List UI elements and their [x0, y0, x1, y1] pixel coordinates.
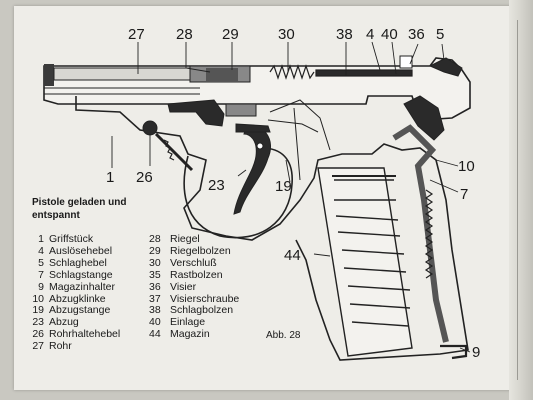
callout-4: 4: [366, 26, 374, 43]
legend-number: 23: [32, 316, 44, 329]
legend-text: Visierschraube: [170, 292, 240, 305]
legend-number: 19: [32, 304, 44, 317]
legend-text: Rohrhaltehebel: [49, 328, 121, 341]
legend-text: Einlage: [170, 316, 206, 329]
legend-row: 29 Riegelbolzen: [149, 244, 239, 258]
callout-5: 5: [436, 26, 444, 43]
callout-23: 23: [208, 177, 225, 194]
striker-rod: [392, 124, 449, 343]
firing-pin-spring: [269, 64, 413, 80]
legend-number: 35: [149, 268, 161, 281]
legend-number: 26: [32, 328, 44, 341]
legend-number: 4: [38, 244, 44, 257]
figure-caption: Pistole geladen und entspannt: [32, 196, 172, 222]
figure-number-label: Abb. 28: [266, 330, 301, 341]
legend-row: 23 Abzug: [18, 316, 120, 329]
legend-row: 9 Magazinhalter: [18, 280, 120, 294]
legend-text: Magazinhalter: [49, 280, 115, 293]
callout-leaders: [111, 41, 471, 353]
legend-row: 26 Rohrhaltehebel: [18, 328, 121, 341]
legend-number: 28: [149, 233, 161, 245]
callout-28: 28: [176, 26, 193, 43]
legend-row: 40 Einlage: [149, 316, 239, 329]
legend-row: 4 Auslösehebel: [18, 244, 120, 258]
callout-10: 10: [458, 158, 475, 175]
legend-text: Rastbolzen: [170, 268, 223, 281]
barrel: [44, 64, 251, 86]
legend-row: 37 Visierschraube: [149, 292, 240, 306]
callout-29: 29: [222, 26, 239, 43]
callout-7: 7: [460, 186, 468, 203]
legend-row: 10 Abzugklinke: [18, 292, 120, 306]
legend-text: Abzugklinke: [49, 292, 106, 305]
callout-38: 38: [336, 26, 353, 43]
legend-row: 36 Visier: [149, 280, 239, 294]
callout-9: 9: [472, 344, 480, 361]
legend-number: 40: [149, 316, 161, 329]
frame-outline: [75, 96, 469, 361]
legend-row: 27 Rohr: [18, 340, 120, 353]
callout-1: 1: [106, 169, 114, 186]
callout-26: 26: [136, 169, 153, 186]
legend-number: 30: [149, 256, 161, 269]
legend-number: 5: [38, 256, 44, 269]
parts-legend-right: 28 Riegel 29 Riegelbolzen 30 Verschluß 35 Ra…: [149, 233, 240, 341]
legend-text: Abzug: [49, 316, 79, 329]
legend-row: 5 Schlaghebel: [18, 256, 120, 270]
callout-27: 27: [128, 26, 145, 43]
legend-number: 44: [149, 328, 161, 341]
legend-number: 38: [149, 304, 161, 317]
legend-text: Magazin: [170, 328, 210, 341]
takedown-lever: [142, 120, 194, 172]
legend-text: Rohr: [49, 340, 72, 353]
legend-text: Auslösehebel: [49, 244, 113, 257]
legend-number: 36: [149, 280, 161, 293]
legend-text: Verschluß: [170, 256, 217, 269]
legend-text: Visier: [170, 280, 197, 293]
legend-row: 1 Griffstück: [18, 233, 120, 246]
legend-text: Griffstück: [49, 233, 94, 245]
parts-legend-left: 1 Griffstück 4 Auslösehebel 5 Schlaghebel 7…: [18, 233, 121, 353]
callout-44: 44: [284, 247, 301, 264]
legend-number: 27: [32, 340, 44, 353]
book-spine: [509, 0, 533, 400]
legend-row: 38 Schlagbolzen: [149, 305, 239, 317]
legend-number: 10: [32, 292, 44, 305]
trigger-guard: [183, 147, 293, 239]
hammer: [399, 55, 463, 141]
legend-row: 19 Abzugstange: [18, 305, 120, 317]
legend-number: 29: [149, 244, 161, 257]
legend-text: Schlaghebel: [49, 256, 107, 269]
legend-row: 35 Rastbolzen: [149, 268, 239, 282]
legend-row: 44 Magazin: [149, 328, 239, 341]
legend-number: 37: [149, 292, 161, 305]
legend-text: Riegel: [170, 233, 200, 245]
legend-row: 30 Verschluß: [149, 256, 239, 270]
legend-row: 28 Riegel: [149, 233, 239, 246]
callout-30: 30: [278, 26, 295, 43]
legend-number: 1: [38, 233, 44, 245]
legend-text: Schlagstange: [49, 268, 113, 281]
legend-text: Schlagbolzen: [170, 304, 234, 317]
caption-line-1: Pistole geladen und: [32, 197, 127, 208]
callout-40: 40: [381, 26, 398, 43]
legend-number: 9: [38, 280, 44, 293]
legend-text: Abzugstange: [49, 304, 111, 317]
spine-fold-line: [517, 20, 518, 380]
legend-text: Riegelbolzen: [170, 244, 231, 257]
magazine: [317, 167, 468, 360]
grip-rails: [235, 107, 319, 181]
trigger: [233, 126, 271, 215]
caption-line-2: entspannt: [32, 210, 80, 221]
locking-block: [167, 99, 257, 127]
callout-19: 19: [275, 178, 292, 195]
legend-number: 7: [38, 268, 44, 281]
callout-36: 36: [408, 26, 425, 43]
legend-row: 7 Schlagstange: [18, 268, 120, 282]
